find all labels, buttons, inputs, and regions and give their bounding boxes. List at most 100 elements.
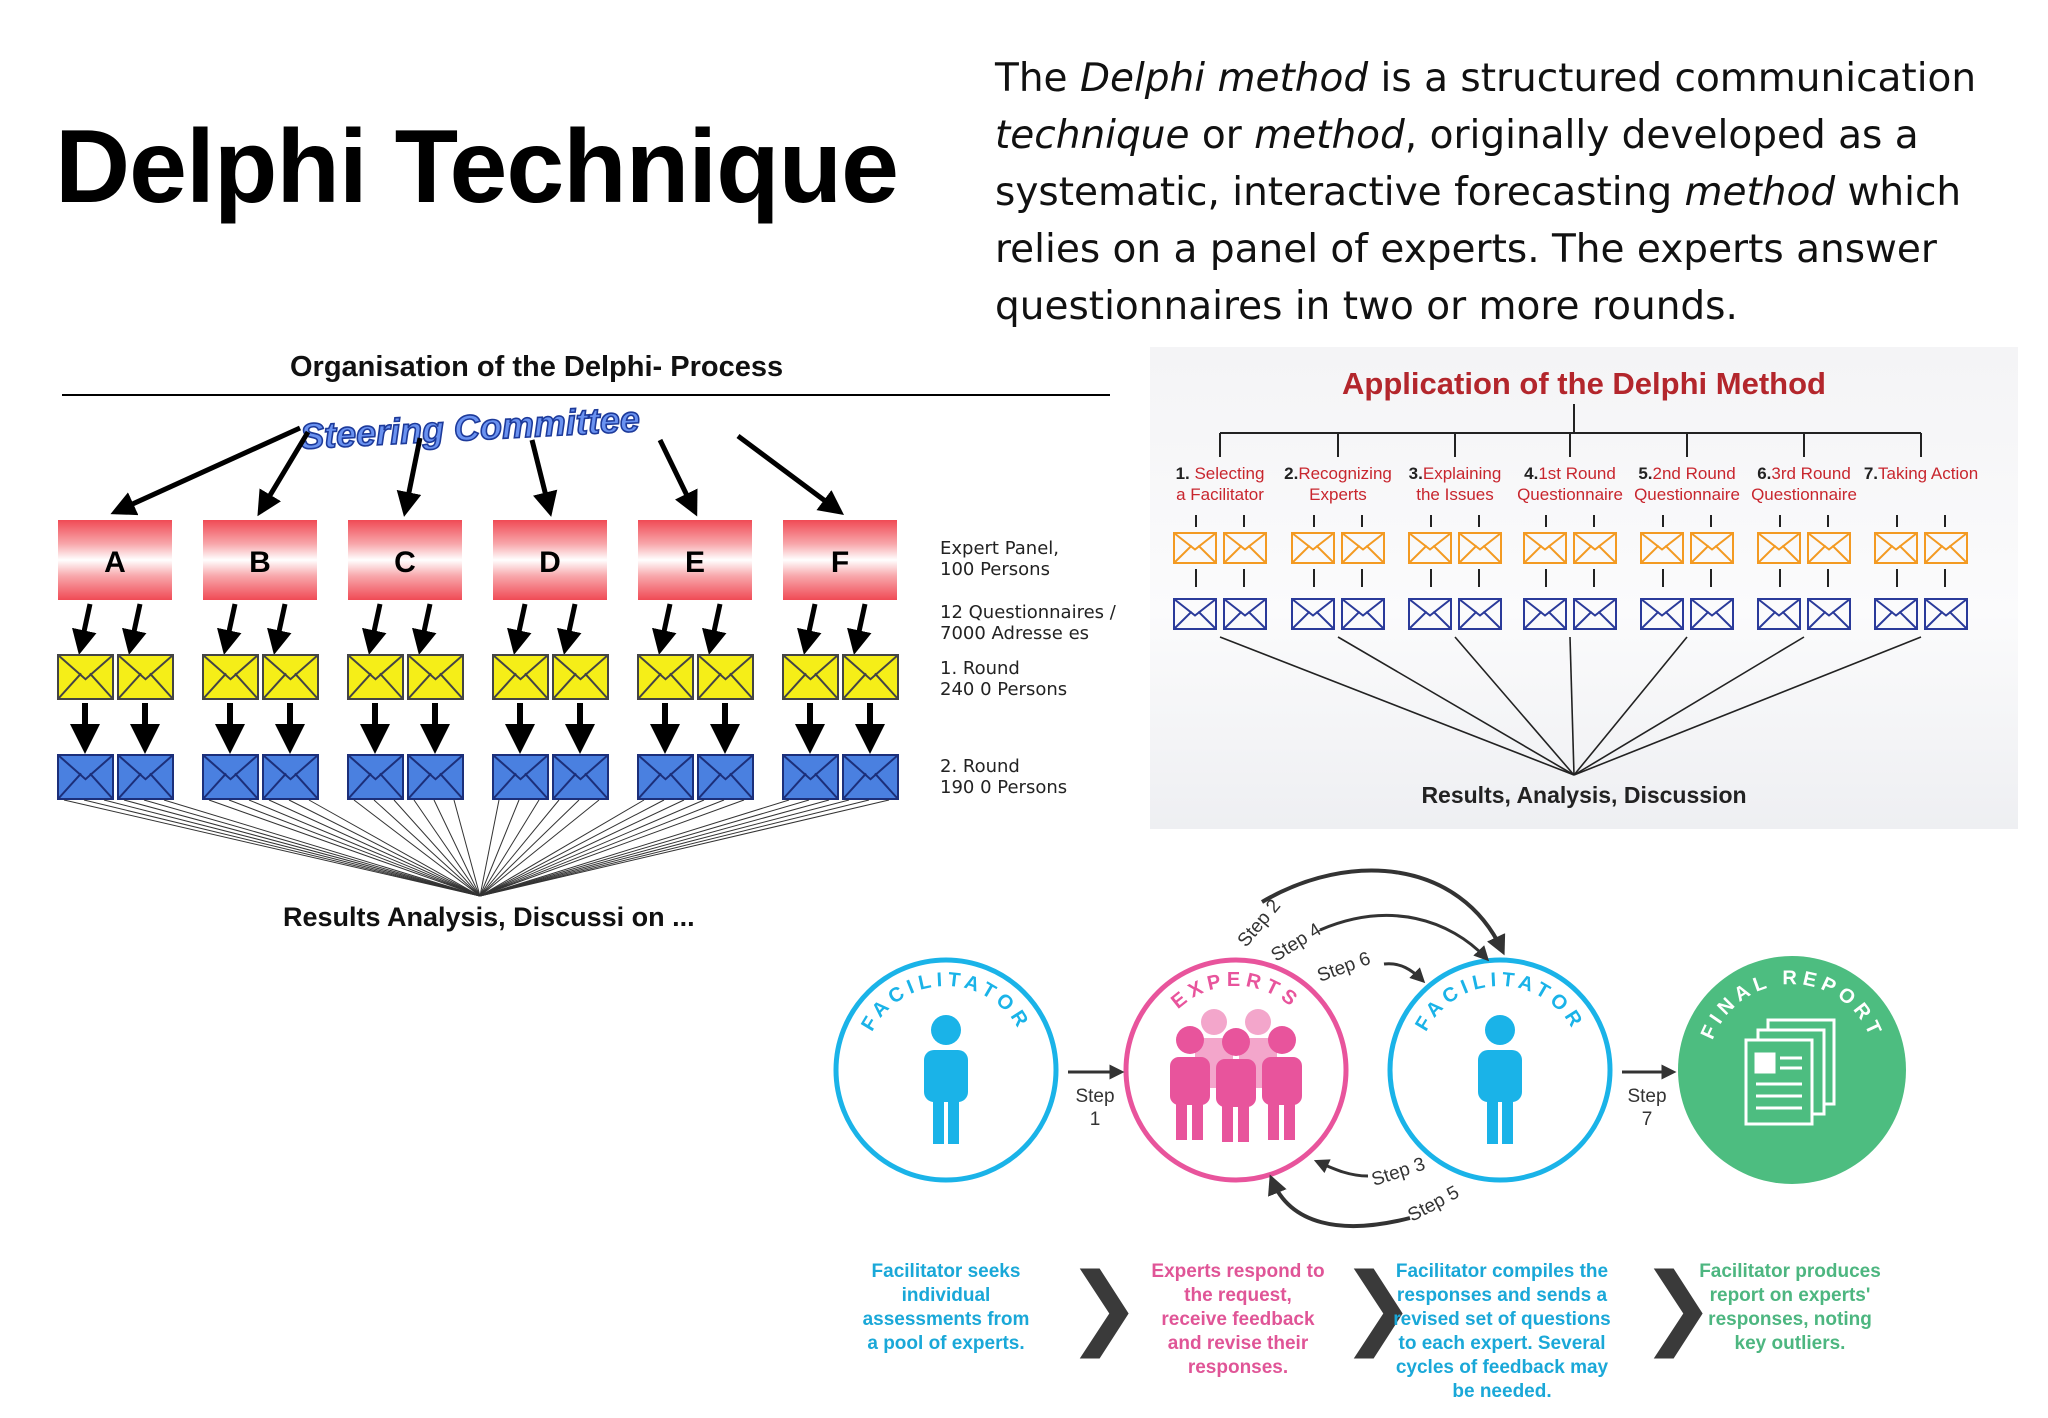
down-arrow [652,603,677,655]
questionnaires-label: 12 Questionnaires / 7000 Adresse es [940,602,1116,644]
fan-line [353,799,481,897]
committee-arrow [657,438,698,517]
step5-arrow [1268,1174,1411,1229]
fan-line [479,799,685,897]
fan-line [479,799,870,897]
navy-envelope [1341,598,1385,630]
group-band-a: A [58,520,172,600]
down-arrow [557,603,582,655]
fan-line [479,799,745,897]
round1-envelope [407,654,464,700]
application-step-label: Taking Action [1878,464,1979,483]
group-band-c: C [348,520,462,600]
experts-group-icon [1170,1009,1302,1142]
fan-line [1337,636,1575,776]
round1-envelope [347,654,404,700]
intro-text-part: Delphi method [1079,56,1369,101]
fan-line [433,799,481,897]
application-step-4: 4.1st Round Questionnaire [1508,463,1632,505]
group-band-b: B [203,520,317,600]
caption-facilitator-produces: Facilitator produces report on experts' … [1699,1261,1881,1354]
fan-line [373,799,481,897]
fan-line [63,799,481,897]
fan-line [479,799,560,897]
fan-line [83,799,481,897]
committee-arrow [257,430,311,517]
organisation-title-rule [62,394,1110,396]
step3-arrow [1313,1159,1369,1178]
round1-envelope [637,654,694,700]
fan-line [479,799,540,897]
down-arrow [797,603,822,655]
orange-envelope [1341,532,1385,564]
intro-text-part: The [995,56,1080,101]
application-step-number: 6. [1757,464,1772,483]
application-step-label: Selecting a Facilitator [1176,464,1265,504]
orange-envelope [1523,532,1567,564]
navy-envelope [1573,598,1617,630]
round1-envelope [57,654,114,700]
orange-envelope [1458,532,1502,564]
application-diagram-title: Application of the Delphi Method [1342,366,1826,401]
down-arrow [122,603,147,655]
round2-envelope [407,754,464,800]
round2-label: 2. Round 190 0 Persons [940,756,1068,798]
application-step-7: 7.Taking Action [1859,463,1983,484]
navy-envelope [1924,598,1968,630]
navy-envelope [1408,598,1452,630]
intro-text-part: method [1684,170,1836,215]
step5-label: Step 5 [1404,1182,1462,1226]
down-arrow [702,603,727,655]
round1-envelope [842,654,899,700]
committee-arrow [396,437,423,517]
group-label: D [539,546,561,579]
navy-envelope [1690,598,1734,630]
group-band-e: E [638,520,752,600]
intro-text-part: method [1254,113,1405,158]
step6-arrow [1383,962,1426,984]
orange-envelope [1408,532,1452,564]
intro-text-part: is a structured communication [1368,56,1977,101]
round2-envelope [117,754,174,800]
round2-envelope [782,754,839,800]
step4-label: Step 4 [1268,919,1326,966]
step4-arrow [1319,914,1490,962]
application-step-label: 1st Round Questionnaire [1517,464,1623,504]
application-results-fan [1219,636,1922,776]
report-document-icon [1744,1018,1836,1126]
orange-envelope [1223,532,1267,564]
committee-arrow [529,439,558,517]
fan-line [479,799,850,897]
orange-envelope [1573,532,1617,564]
fan-line [393,799,481,897]
fan-line [1569,636,1575,776]
fan-line [1219,636,1575,776]
orange-envelope [1291,532,1335,564]
application-results-label: Results, Analysis, Discussion [1421,782,1747,808]
application-step-label: 3rd Round Questionnaire [1751,464,1857,504]
fan-line [479,799,830,897]
group-label: C [394,546,416,579]
down-arrow [507,603,532,655]
step1-label: Step 1 [1075,1086,1115,1130]
committee-arrow [736,433,845,515]
round2-envelope [262,754,319,800]
navy-envelope [1523,598,1567,630]
chevron-right-icon: ❯ [1340,1254,1416,1359]
application-step-number: 4. [1524,464,1539,483]
application-step-label: 2nd Round Questionnaire [1634,464,1740,504]
person-icon-2 [1478,1015,1522,1144]
results-fan-lines [63,799,890,897]
fan-line [268,799,481,897]
fan-line [143,799,481,897]
orange-envelope [1173,532,1217,564]
round1-envelope [492,654,549,700]
round1-envelope [117,654,174,700]
fan-line [208,799,481,897]
expert-panel-label: Expert Panel, 100 Persons [940,538,1059,580]
step7-label: Step 7 [1627,1086,1667,1130]
fan-line [103,799,481,897]
fan-line [479,799,725,897]
navy-envelope [1757,598,1801,630]
